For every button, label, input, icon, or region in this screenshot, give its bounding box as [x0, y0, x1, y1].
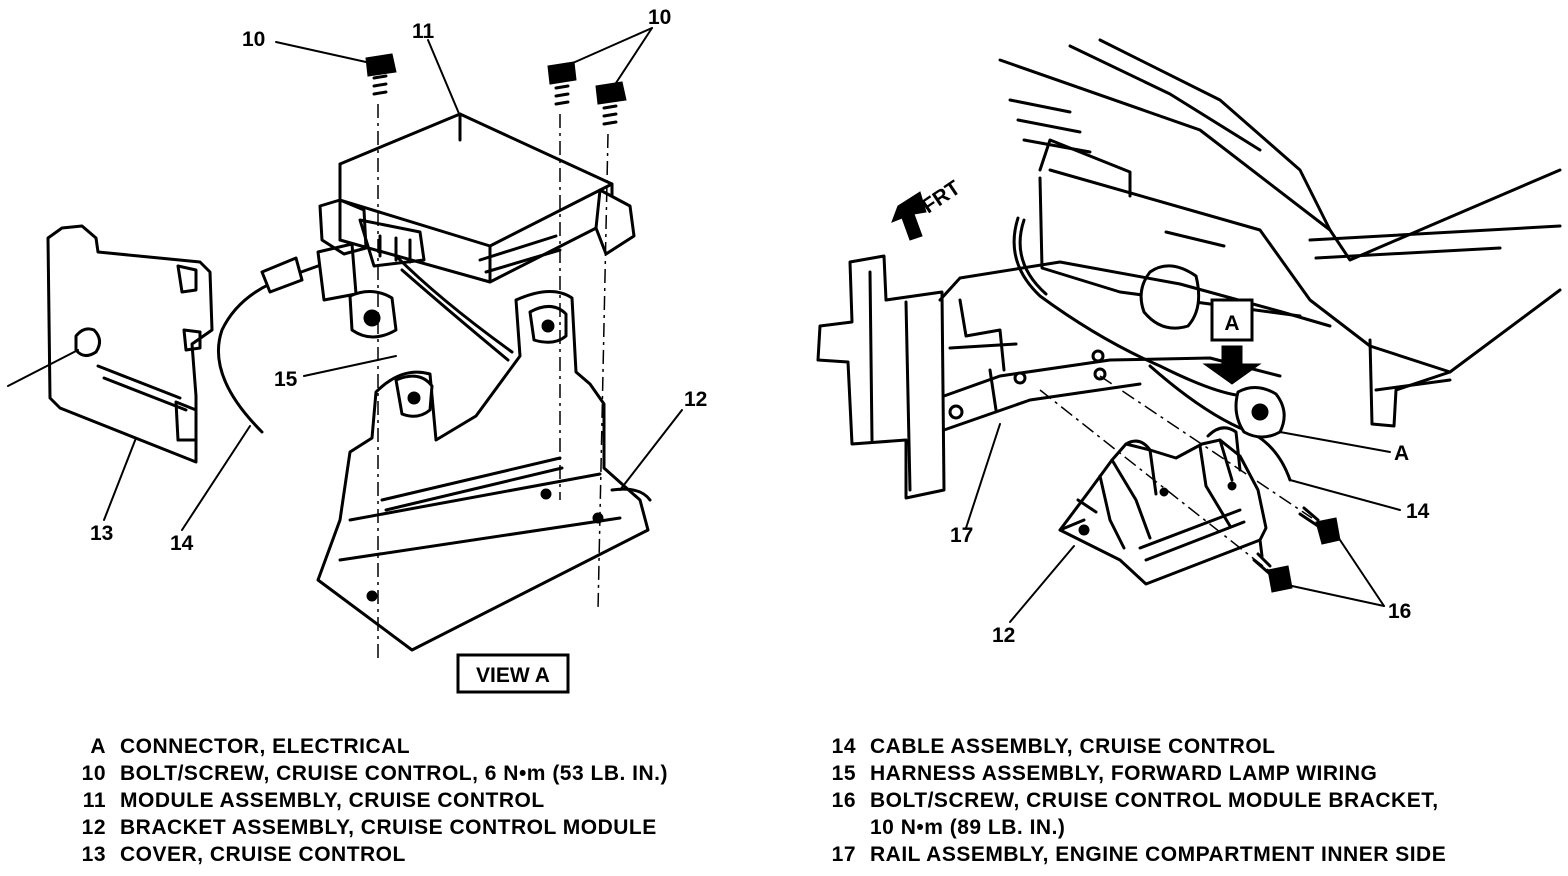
module-bracket-bolts	[1039, 375, 1341, 593]
callout-a: A	[1394, 442, 1409, 465]
legend-item: 14 CABLE ASSEMBLY, CRUISE CONTROL	[806, 733, 1506, 760]
legend-key: 15	[831, 762, 856, 785]
callout-10-right: 10	[648, 6, 671, 29]
legend-key: 14	[831, 735, 856, 758]
bolt-icon	[595, 81, 627, 126]
cruise-control-module-bracket	[316, 290, 652, 652]
engine-compartment-structure	[998, 38, 1562, 428]
legend-item: 13 COVER, CRUISE CONTROL	[56, 841, 756, 868]
electrical-connector	[1234, 386, 1286, 439]
legend-text: MODULE ASSEMBLY, CRUISE CONTROL	[120, 789, 545, 812]
legend-text: RAIL ASSEMBLY, ENGINE COMPARTMENT INNER …	[870, 843, 1447, 866]
callout-11: 11	[412, 20, 435, 43]
legend-text: BRACKET ASSEMBLY, CRUISE CONTROL MODULE	[120, 816, 657, 839]
callout-12-left: 12	[684, 388, 707, 411]
legend-item: A CONNECTOR, ELECTRICAL	[56, 733, 756, 760]
legend-item: 10 N•m (89 LB. IN.)	[806, 814, 1506, 841]
view-a-drawing: 10 11 10 15 12 13 14 VIEW A	[7, 6, 707, 694]
detail-marker-a: A	[1202, 298, 1262, 385]
parts-legend: A CONNECTOR, ELECTRICAL 10 BOLT/SCREW, C…	[0, 733, 1568, 876]
cruise-control-cable-right	[1012, 216, 1292, 482]
bolt-icon	[1252, 552, 1293, 593]
right-leader-lines	[965, 423, 1401, 623]
callout-14-right: 14	[1406, 500, 1430, 523]
legend-text: CONNECTOR, ELECTRICAL	[120, 735, 411, 758]
legend-item: 16 BOLT/SCREW, CRUISE CONTROL MODULE BRA…	[806, 787, 1506, 814]
cruise-control-cable	[217, 242, 358, 434]
legend-key: 11	[82, 789, 106, 812]
legend-item: 17 RAIL ASSEMBLY, ENGINE COMPARTMENT INN…	[806, 841, 1506, 868]
legend-key: 10	[81, 762, 106, 785]
callout-15: 15	[274, 368, 298, 391]
legend-key: A	[90, 735, 106, 758]
legend-key: 13	[81, 843, 106, 866]
cruise-control-bolts	[365, 53, 627, 660]
callout-13: 13	[90, 522, 113, 545]
view-a-label-text: VIEW A	[476, 664, 550, 687]
callout-14-left: 14	[170, 532, 194, 555]
legend-text: CABLE ASSEMBLY, CRUISE CONTROL	[870, 735, 1276, 758]
legend-key: 16	[831, 789, 856, 812]
arrow-down-icon	[1202, 345, 1262, 385]
detail-marker-label: A	[1224, 312, 1239, 335]
legend-text: BOLT/SCREW, CRUISE CONTROL, 6 N•m (53 LB…	[120, 762, 668, 785]
left-leader-lines	[103, 27, 683, 531]
cruise-control-module	[318, 112, 636, 339]
arrow-icon	[891, 191, 927, 241]
callout-17: 17	[950, 524, 973, 547]
legend-text: HARNESS ASSEMBLY, FORWARD LAMP WIRING	[870, 762, 1378, 785]
legend-item: 15 HARNESS ASSEMBLY, FORWARD LAMP WIRING	[806, 760, 1506, 787]
legend-item: 10 BOLT/SCREW, CRUISE CONTROL, 6 N•m (53…	[56, 760, 756, 787]
legend-text: BOLT/SCREW, CRUISE CONTROL MODULE BRACKE…	[870, 789, 1439, 812]
forward-lamp-wiring-harness	[394, 254, 514, 362]
callout-16: 16	[1388, 600, 1411, 623]
cruise-control-module-right	[1058, 426, 1268, 586]
cruise-control-cover	[7, 224, 214, 464]
legend-key: 12	[81, 816, 106, 839]
bolt-icon	[1298, 506, 1341, 545]
legend-text: COVER, CRUISE CONTROL	[120, 843, 406, 866]
callout-10-left: 10	[242, 28, 265, 51]
view-a-label: VIEW A	[456, 653, 570, 694]
legend-right-column: 14 CABLE ASSEMBLY, CRUISE CONTROL 15 HAR…	[806, 733, 1506, 868]
bolt-icon	[365, 53, 397, 96]
exploded-view-diagram: 10 11 10 15 12 13 14 VIEW A FRT	[7, 6, 1562, 694]
legend-text: 10 N•m (89 LB. IN.)	[870, 816, 1066, 839]
installation-view-drawing: FRT	[816, 38, 1562, 647]
legend-item: 12 BRACKET ASSEMBLY, CRUISE CONTROL MODU…	[56, 814, 756, 841]
legend-item: 11 MODULE ASSEMBLY, CRUISE CONTROL	[56, 787, 756, 814]
front-direction-indicator: FRT	[891, 176, 965, 241]
engine-compartment-inner-side-rail	[816, 254, 1332, 500]
callout-12-right: 12	[992, 624, 1015, 647]
legend-left-column: A CONNECTOR, ELECTRICAL 10 BOLT/SCREW, C…	[56, 733, 756, 868]
legend-key: 17	[831, 843, 856, 866]
bolt-icon	[547, 61, 577, 106]
legend-key	[806, 814, 870, 841]
